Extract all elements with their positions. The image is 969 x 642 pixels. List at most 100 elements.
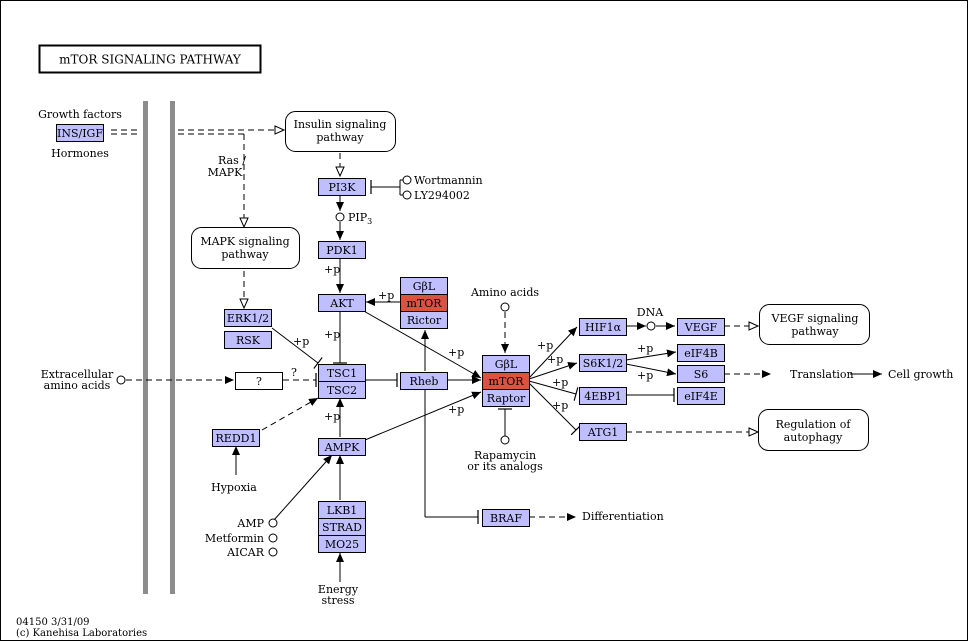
unknown-mediator-box-label: ? bbox=[256, 375, 262, 388]
gene-s6k12-label: S6K1/2 bbox=[583, 357, 623, 370]
metformin-compound bbox=[268, 533, 278, 543]
mapk-signaling-pathway[interactable]: MAPK signaling pathway bbox=[191, 227, 300, 269]
gene-eif4b-label: eIF4B bbox=[684, 347, 718, 360]
page-title: mTOR SIGNALING PATHWAY bbox=[59, 53, 242, 67]
gene-rsk[interactable]: RSK bbox=[224, 331, 272, 349]
gene-vegf-label: VEGF bbox=[684, 321, 718, 334]
gene-hif1a-box bbox=[579, 318, 627, 336]
amino-acids-compound bbox=[500, 302, 510, 312]
gene-redd1-label: REDD1 bbox=[216, 432, 257, 445]
gene-eif4e[interactable]: eIF4E bbox=[677, 387, 725, 405]
metformin-label: Metformin bbox=[205, 532, 264, 545]
gene-mtor-mtorc1[interactable]: mTOR bbox=[482, 372, 530, 390]
gene-mtor-mtorc2[interactable]: mTOR bbox=[400, 294, 448, 312]
gene-4ebp1[interactable]: 4EBP1 bbox=[579, 387, 627, 405]
gene-s6-label: S6 bbox=[694, 368, 709, 381]
gene-eif4b[interactable]: eIF4B bbox=[677, 344, 725, 362]
gene-gbl-mtorc1-label: GβL bbox=[495, 358, 518, 371]
footer: 04150 3/31/09 (c) Kanehisa Laboratories bbox=[16, 617, 147, 639]
gene-redd1[interactable]: REDD1 bbox=[212, 429, 260, 447]
energy-label-2: stress bbox=[321, 594, 354, 607]
insulin-pathway-label-1: Insulin signaling bbox=[294, 118, 387, 131]
autophagy-pathway-label-1: Regulation of bbox=[776, 418, 852, 431]
gene-tsc2-box bbox=[318, 381, 366, 399]
gene-s6[interactable]: S6 bbox=[677, 365, 725, 383]
gene-pi3k[interactable]: PI3K bbox=[318, 178, 366, 196]
gene-braf-label: BRAF bbox=[490, 512, 522, 525]
gene-tsc2[interactable]: TSC2 bbox=[318, 381, 366, 399]
gene-rheb[interactable]: Rheb bbox=[400, 372, 448, 390]
pip3-label: PIP3 bbox=[348, 211, 372, 226]
ly294002-label: LY294002 bbox=[414, 189, 470, 202]
unknown-mediator-box-box bbox=[235, 372, 283, 390]
gene-rictor-label: Rictor bbox=[407, 314, 442, 327]
gene-pi3k-label: PI3K bbox=[329, 181, 357, 194]
mapk-pathway-label-1: MAPK signaling bbox=[200, 235, 289, 248]
gene-vegf[interactable]: VEGF bbox=[677, 318, 725, 336]
gene-ins-igf[interactable]: INS/IGF bbox=[56, 124, 104, 142]
unknown-mediator-box[interactable]: ? bbox=[235, 372, 283, 390]
gene-tsc1-label: TSC1 bbox=[327, 367, 357, 380]
plus-p-s6k-s6: +p bbox=[637, 369, 653, 382]
gene-erk12[interactable]: ERK1/2 bbox=[224, 309, 272, 327]
gene-mtor-mtorc2-label: mTOR bbox=[406, 297, 442, 310]
gene-mo25[interactable]: MO25 bbox=[318, 535, 366, 553]
gene-gbl-mtorc1[interactable]: GβL bbox=[482, 355, 530, 373]
gene-tsc1[interactable]: TSC1 bbox=[318, 364, 366, 382]
gene-pdk1[interactable]: PDK1 bbox=[318, 241, 366, 259]
gene-boxes: INS/IGF PI3K PDK1 AKT GβL mTOR Rictor ER… bbox=[56, 124, 725, 553]
gene-strad[interactable]: STRAD bbox=[318, 518, 366, 536]
gene-braf[interactable]: BRAF bbox=[482, 509, 530, 527]
mapk-small-label: MAPK bbox=[208, 166, 244, 179]
regulation-of-autophagy-pathway[interactable]: Regulation of autophagy bbox=[758, 409, 869, 451]
gene-rheb-label: Rheb bbox=[410, 375, 439, 388]
gene-atg1-label: ATG1 bbox=[587, 426, 618, 439]
aicar-label: AICAR bbox=[226, 546, 265, 559]
gene-lkb1[interactable]: LKB1 bbox=[318, 501, 366, 519]
dna-compound bbox=[646, 321, 656, 331]
gene-tsc2-label: TSC2 bbox=[327, 384, 357, 397]
gene-ampk[interactable]: AMPK bbox=[318, 438, 366, 456]
gene-pdk1-box bbox=[318, 241, 366, 259]
growth-factors-label: Growth factors bbox=[38, 108, 122, 121]
energy-label-1: Energy bbox=[318, 583, 359, 596]
membrane-inner bbox=[170, 101, 175, 594]
extracellular-label-2: amino acids bbox=[44, 379, 111, 392]
gene-ins-igf-box bbox=[56, 124, 104, 142]
gene-raptor-label: Raptor bbox=[487, 392, 526, 405]
wortmannin-label: Wortmannin bbox=[414, 174, 483, 187]
gene-hif1a-label: HIF1α bbox=[585, 321, 622, 334]
gene-hif1a[interactable]: HIF1α bbox=[579, 318, 627, 336]
plus-p-mtor-4ebp1: +p bbox=[552, 376, 568, 389]
gene-erk12-box bbox=[224, 309, 272, 327]
compounds bbox=[116, 175, 656, 557]
gene-akt[interactable]: AKT bbox=[318, 294, 366, 312]
vegf-signaling-pathway[interactable]: VEGF signaling pathway bbox=[759, 304, 870, 345]
gene-rictor[interactable]: Rictor bbox=[400, 311, 448, 329]
gene-strad-label: STRAD bbox=[322, 521, 362, 534]
ly294002-compound bbox=[402, 190, 412, 200]
dna-label: DNA bbox=[637, 306, 664, 319]
gene-s6k12[interactable]: S6K1/2 bbox=[579, 354, 627, 372]
gene-raptor[interactable]: Raptor bbox=[482, 389, 530, 407]
insulin-signaling-pathway[interactable]: Insulin signaling pathway bbox=[285, 111, 396, 152]
gene-eif4e-label: eIF4E bbox=[684, 390, 718, 403]
plus-p-pdk1-akt: +p bbox=[324, 263, 340, 276]
gene-4ebp1-box bbox=[579, 387, 627, 405]
vegf-pathway-label-2: pathway bbox=[791, 325, 839, 338]
gene-atg1[interactable]: ATG1 bbox=[579, 423, 627, 441]
autophagy-pathway-label-2: autophagy bbox=[784, 431, 843, 444]
gene-raptor-box bbox=[482, 389, 530, 407]
extracellular-label-1: Extracellular bbox=[41, 368, 114, 381]
plus-p-mtor-atg1: +p bbox=[552, 399, 568, 412]
differentiation-label: Differentiation bbox=[582, 510, 664, 523]
footer-id-date: 04150 3/31/09 bbox=[16, 617, 90, 628]
footer-copyright: (c) Kanehisa Laboratories bbox=[16, 628, 147, 639]
plus-p-akt-tsc: +p bbox=[324, 328, 340, 341]
gene-rsk-label: RSK bbox=[236, 334, 261, 347]
gene-gbl-mtorc2[interactable]: GβL bbox=[400, 277, 448, 295]
mapk-pathway-label-2: pathway bbox=[221, 248, 269, 261]
